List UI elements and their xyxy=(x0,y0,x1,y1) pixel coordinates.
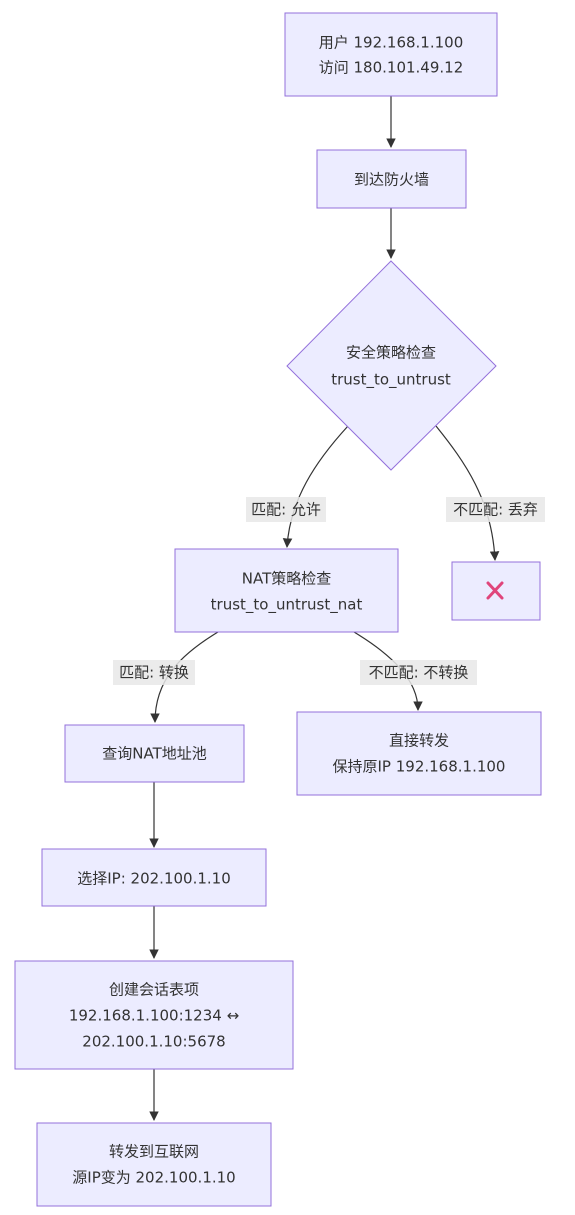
edge-label-match-translate: 匹配: 转换 xyxy=(113,660,195,685)
node-forward-internet-line2: 源IP变为 202.100.1.10 xyxy=(72,1169,235,1187)
node-nat-policy-line1: NAT策略检查 xyxy=(242,570,331,588)
node-reach-firewall: 到达防火墙 xyxy=(316,149,467,209)
node-create-session-line2: 192.168.1.100:1234 ↔ xyxy=(69,1007,239,1025)
node-select-ip-line1: 选择IP: 202.100.1.10 xyxy=(77,870,231,888)
node-query-pool-line1: 查询NAT地址池 xyxy=(102,745,206,763)
node-create-session-line3: 202.100.1.10:5678 xyxy=(82,1033,225,1051)
node-nat-policy-line2: trust_to_untrust_nat xyxy=(211,596,363,615)
node-direct-forward-line1: 直接转发 xyxy=(389,732,449,750)
node-reach-firewall-line1: 到达防火墙 xyxy=(354,171,429,189)
edge-label-match-allow-text: 匹配: 允许 xyxy=(251,501,321,519)
edge-label-match-translate-text: 匹配: 转换 xyxy=(119,664,189,682)
node-user-request: 用户 192.168.1.100 访问 180.101.49.12 xyxy=(284,12,498,97)
node-direct-forward: 直接转发 保持原IP 192.168.1.100 xyxy=(296,711,542,796)
edge-label-match-allow: 匹配: 允许 xyxy=(246,497,326,522)
edge-label-nomatch-drop: 不匹配: 丢弃 xyxy=(446,497,545,522)
node-query-pool: 查询NAT地址池 xyxy=(64,724,245,783)
edge-label-nomatch-notranslate-text: 不匹配: 不转换 xyxy=(369,664,469,682)
node-select-ip: 选择IP: 202.100.1.10 xyxy=(41,848,267,907)
node-security-policy: 安全策略检查 trust_to_untrust xyxy=(286,260,497,471)
node-direct-forward-line2: 保持原IP 192.168.1.100 xyxy=(333,758,506,776)
node-create-session: 创建会话表项 192.168.1.100:1234 ↔ 202.100.1.10… xyxy=(14,960,294,1070)
node-drop-result xyxy=(451,561,541,621)
edge-security-to-nat xyxy=(282,425,349,548)
node-forward-internet: 转发到互联网 源IP变为 202.100.1.10 xyxy=(36,1122,272,1207)
node-user-request-line1: 用户 192.168.1.100 xyxy=(319,34,464,52)
node-nat-policy: NAT策略检查 trust_to_untrust_nat xyxy=(174,548,399,633)
node-user-request-line2: 访问 180.101.49.12 xyxy=(319,59,464,77)
edge-label-nomatch-notranslate: 不匹配: 不转换 xyxy=(360,660,477,685)
node-forward-internet-line1: 转发到互联网 xyxy=(109,1143,199,1161)
node-create-session-line1: 创建会话表项 xyxy=(109,981,199,999)
edge-label-nomatch-drop-text: 不匹配: 丢弃 xyxy=(453,501,538,519)
cross-icon xyxy=(486,581,504,600)
edge-security-to-drop xyxy=(435,425,500,561)
node-security-policy-line2: trust_to_untrust xyxy=(331,371,451,390)
node-security-policy-line1: 安全策略检查 xyxy=(346,344,436,362)
